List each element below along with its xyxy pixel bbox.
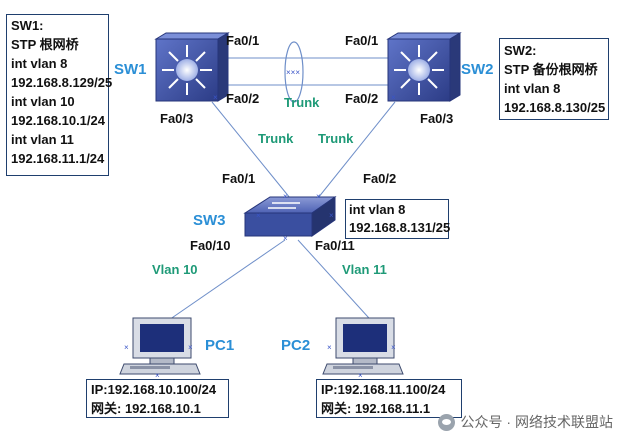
- svg-text:×: ×: [358, 371, 363, 380]
- sw1-config-line: SW1:: [11, 18, 44, 33]
- sw1-config-line: 192.168.8.129/25: [11, 75, 113, 90]
- pc2-ip: IP:192.168.11.100/24: [321, 382, 446, 397]
- sw3-config-box: int vlan 8 192.168.8.131/25: [345, 199, 451, 239]
- sw2-config-line: int vlan 8: [504, 81, 561, 96]
- sw3-label: SW3: [193, 212, 226, 229]
- sw2-config-line: 192.168.8.130/25: [504, 100, 606, 115]
- sw2-config-line: SW2:: [504, 43, 537, 58]
- pc1-label: PC1: [205, 337, 235, 354]
- sw2-label: SW2: [461, 61, 494, 78]
- pc1-config-box: IP:192.168.10.100/24 网关: 192.168.10.1: [86, 379, 229, 418]
- watermark: 公众号 · 网络技术联盟站: [437, 412, 613, 432]
- sw1-port-fa02: Fa0/2: [226, 91, 260, 106]
- pc2-gateway: 网关: 192.168.11.1: [321, 401, 431, 416]
- sw1-port-fa01: Fa0/1: [226, 33, 260, 48]
- sw2-icon[interactable]: [386, 32, 462, 102]
- sw3-port-fa01: Fa0/1: [222, 171, 256, 186]
- svg-text:×: ×: [327, 343, 332, 352]
- pc2-icon[interactable]: [322, 317, 404, 375]
- etherchannel-ellipse: [284, 41, 304, 103]
- pc1-icon[interactable]: [119, 317, 201, 375]
- vlan11-label: Vlan 11: [342, 262, 387, 277]
- sw1-config-line: int vlan 8: [11, 56, 68, 71]
- sw3-port-fa02: Fa0/2: [363, 171, 397, 186]
- pc2-config-box: IP:192.168.11.100/24 网关: 192.168.11.1: [316, 379, 462, 418]
- svg-text:×: ×: [155, 371, 160, 380]
- trunk-label-left: Trunk: [258, 131, 294, 146]
- sw2-port-fa01: Fa0/1: [345, 33, 379, 48]
- svg-text:×: ×: [329, 211, 334, 220]
- link-sw2-sw3: [317, 101, 396, 199]
- sw3-port-fa010: Fa0/10: [190, 238, 231, 253]
- trunk-label-right: Trunk: [318, 131, 354, 146]
- sw1-config-line: STP 根网桥: [11, 37, 79, 52]
- svg-text:×: ×: [256, 211, 261, 220]
- vlan10-label: Vlan 10: [152, 262, 198, 277]
- sw3-port-fa011: Fa0/11: [315, 238, 355, 253]
- sw1-config-box: SW1: STP 根网桥 int vlan 8 192.168.8.129/25…: [6, 14, 113, 176]
- sw2-port-fa02: Fa0/2: [345, 91, 379, 106]
- link-sw3-pc2: [297, 239, 379, 329]
- trunk-label-top: Trunk: [284, 95, 320, 110]
- wechat-icon: [437, 413, 455, 431]
- sw1-config-line: int vlan 11: [11, 132, 74, 147]
- link-sw1-sw3: [211, 101, 291, 199]
- pc2-label: PC2: [281, 337, 311, 354]
- sw3-config-line: 192.168.8.131/25: [349, 220, 451, 235]
- svg-text:×: ×: [283, 234, 288, 243]
- watermark-text: 公众号 · 网络技术联盟站: [460, 414, 613, 430]
- sw2-config-line: STP 备份根网桥: [504, 62, 598, 77]
- svg-text:×: ×: [283, 192, 288, 201]
- pc1-ip: IP:192.168.10.100/24: [91, 382, 217, 397]
- sw1-icon[interactable]: [154, 32, 230, 102]
- sw3-config-line: int vlan 8: [349, 202, 406, 217]
- svg-text:×: ×: [188, 343, 193, 352]
- sw1-config-line: 192.168.10.1/24: [11, 113, 105, 128]
- sw3-icon[interactable]: [243, 196, 337, 237]
- pc1-gateway: 网关: 192.168.10.1: [91, 401, 201, 416]
- svg-text:×: ×: [213, 93, 218, 102]
- sw1-port-fa03: Fa0/3: [160, 111, 194, 126]
- svg-text:×: ×: [316, 192, 321, 201]
- svg-text:×: ×: [391, 343, 396, 352]
- sw2-config-box: SW2: STP 备份根网桥 int vlan 8 192.168.8.130/…: [499, 38, 609, 120]
- svg-text:×: ×: [391, 93, 396, 102]
- sw1-config-line: int vlan 10: [11, 94, 75, 109]
- sw1-config-line: 192.168.11.1/24: [11, 151, 105, 166]
- sw2-port-fa03: Fa0/3: [420, 111, 454, 126]
- svg-text:×××: ×××: [286, 68, 300, 77]
- sw1-label: SW1: [114, 61, 147, 78]
- svg-text:×: ×: [124, 343, 129, 352]
